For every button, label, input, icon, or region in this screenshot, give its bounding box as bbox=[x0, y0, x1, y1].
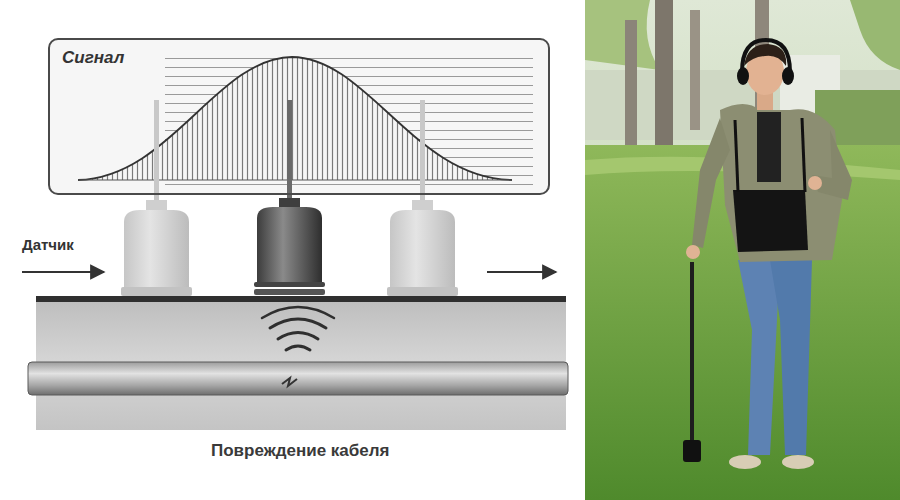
curve-ground bbox=[78, 57, 512, 180]
ground-surface bbox=[36, 296, 566, 302]
field-photo bbox=[585, 0, 900, 500]
cable-fault bbox=[282, 378, 297, 386]
signal-waves bbox=[262, 307, 334, 350]
sensor-right bbox=[387, 200, 458, 296]
caption: Повреждение кабеля bbox=[211, 441, 390, 461]
panel-title: Сигнал bbox=[50, 40, 136, 76]
signal-curve bbox=[78, 57, 512, 180]
motion-arrow bbox=[22, 271, 104, 273]
signal-fill bbox=[78, 57, 512, 180]
signal-box: Сигнал bbox=[48, 38, 550, 195]
signal-baseline bbox=[78, 179, 512, 180]
cable bbox=[28, 362, 568, 395]
sensor-stem bbox=[287, 100, 292, 206]
signal-panel bbox=[48, 38, 550, 195]
sensor-center bbox=[254, 198, 325, 295]
sensor-left bbox=[121, 200, 192, 296]
motion-arrow bbox=[487, 271, 556, 273]
sensor-label: Датчик bbox=[22, 236, 74, 253]
